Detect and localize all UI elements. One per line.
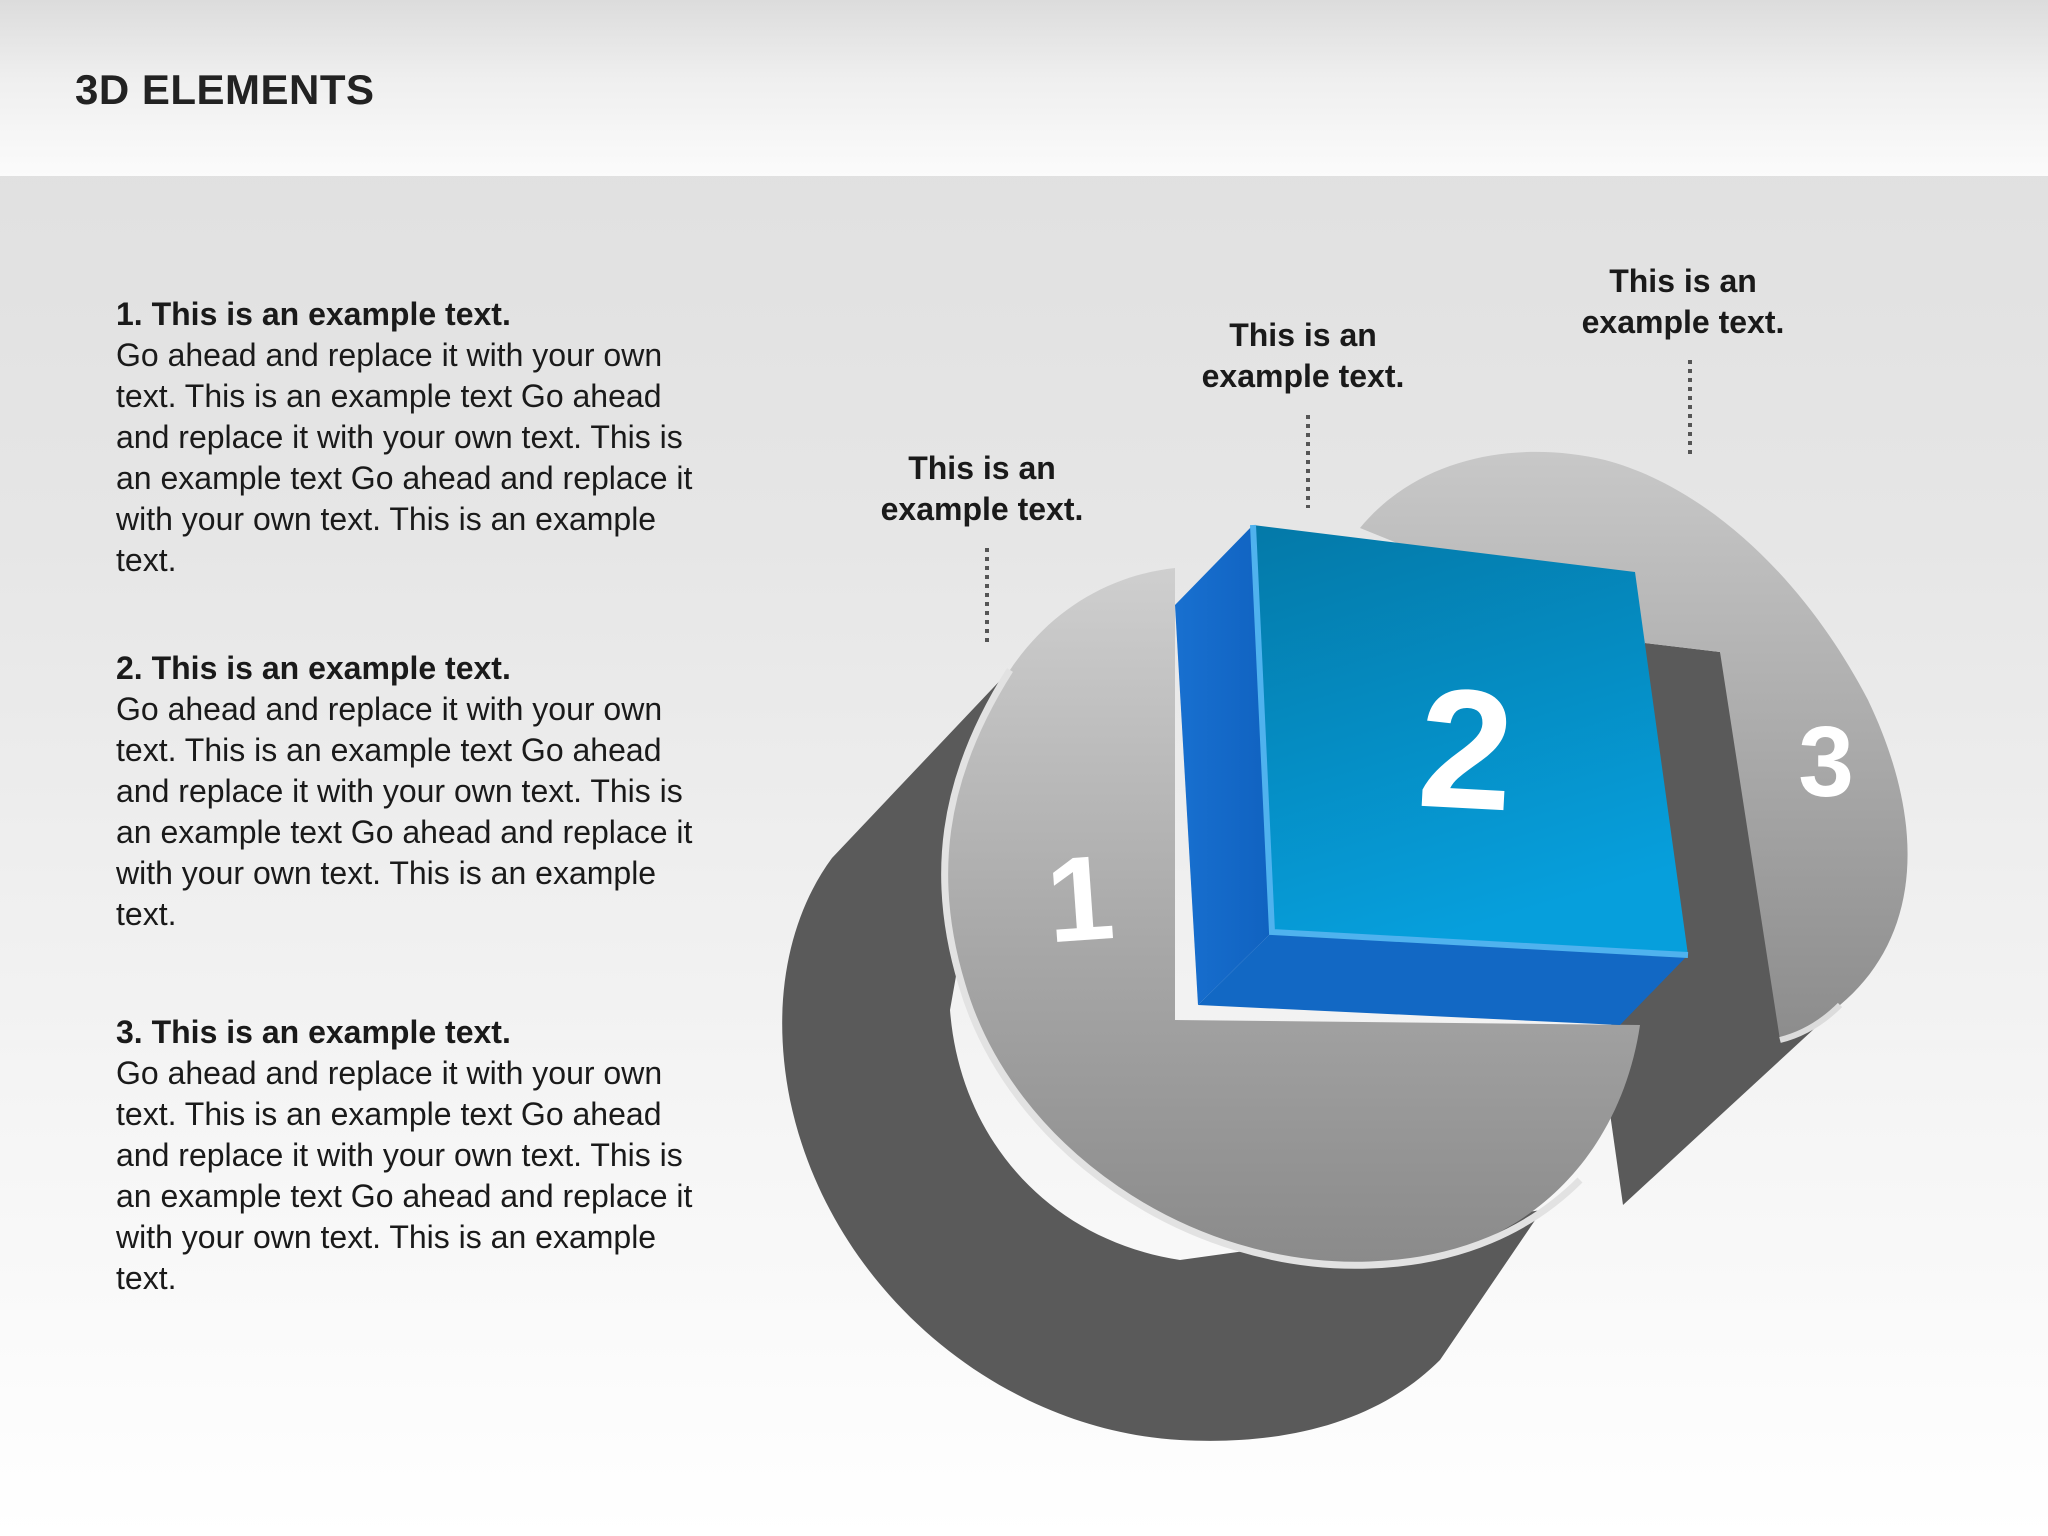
callout-line: This is an — [1609, 263, 1757, 299]
page-title: 3D ELEMENTS — [75, 66, 375, 113]
callout-line: example text. — [880, 491, 1084, 527]
cube-2-top — [1253, 525, 1688, 955]
text-block-heading: 3. This is an example text. — [116, 1014, 511, 1050]
header-bar: 3D ELEMENTS — [0, 0, 2048, 176]
text-block-heading: 2. This is an example text. — [116, 650, 511, 686]
callout-line: This is an — [1229, 317, 1377, 353]
text-block-2: 2. This is an example text. Go ahead and… — [116, 648, 696, 935]
cylinder-3-side — [1606, 643, 1840, 1205]
cylinder-3-rim — [1779, 1002, 1843, 1043]
cube-2-edge-highlight — [1250, 524, 1689, 958]
text-block-1: 1. This is an example text. Go ahead and… — [116, 294, 696, 581]
cylinder-1-face — [944, 568, 1640, 1266]
cube-2-left — [1175, 525, 1272, 1005]
text-block-body: Go ahead and replace it with your own te… — [116, 337, 693, 578]
text-block-body: Go ahead and replace it with your own te… — [116, 1055, 693, 1296]
text-block-heading: 1. This is an example text. — [116, 296, 511, 332]
text-block-3: 3. This is an example text. Go ahead and… — [116, 1012, 696, 1299]
cylinder-1-label: 1 — [1042, 830, 1118, 968]
callout-line: example text. — [1201, 358, 1405, 394]
cylinder-1-rim — [941, 668, 1583, 1269]
cylinder-3-face — [1360, 451, 1908, 1041]
callout-1: This is an example text. — [832, 448, 1132, 530]
text-block-body: Go ahead and replace it with your own te… — [116, 691, 693, 932]
cube-2-bottom — [1198, 932, 1688, 1025]
cylinder-3-label: 3 — [1798, 706, 1854, 818]
callout-3: This is an example text. — [1533, 261, 1833, 343]
cube-2-label: 2 — [1414, 653, 1518, 848]
callout-line: example text. — [1581, 304, 1785, 340]
callout-line: This is an — [908, 450, 1056, 486]
callout-2: This is an example text. — [1153, 315, 1453, 397]
